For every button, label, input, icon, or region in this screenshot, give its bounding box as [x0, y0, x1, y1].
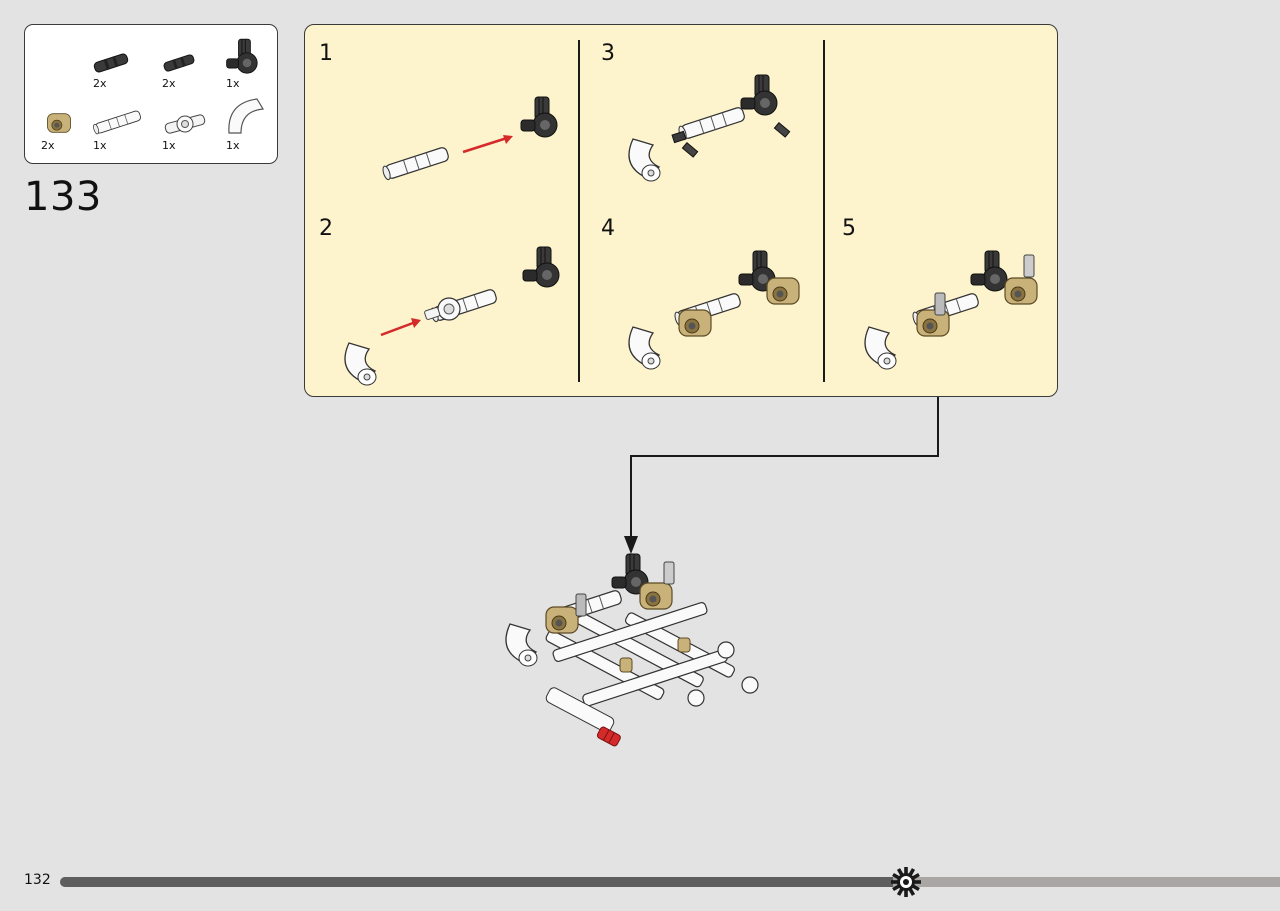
substep-label-2: 2 [319, 216, 333, 241]
parts-list: 2x 2x 1x 2x 1x 1x 1x [24, 24, 278, 164]
substep-3-illustration [628, 74, 791, 182]
part-qty: 2x [41, 139, 55, 152]
part-qty: 2x [93, 77, 107, 90]
substep-5-illustration [864, 250, 1038, 370]
substep-label-4: 4 [601, 216, 615, 241]
substep-label-5: 5 [842, 216, 856, 241]
part-white-curved-tube [223, 93, 269, 139]
substep-label-1: 1 [319, 41, 333, 66]
substep-2-illustration [344, 246, 560, 386]
step-number: 133 [24, 174, 102, 220]
part-qty: 1x [226, 77, 240, 90]
part-qty: 1x [226, 139, 240, 152]
substeps-panel: 1 2 3 4 5 [304, 24, 1058, 397]
substep-label-3: 3 [601, 41, 615, 66]
main-assembly-illustration [505, 553, 759, 747]
page-number: 132 [24, 872, 51, 888]
part-white-pin-connector [159, 109, 211, 139]
gear-icon [891, 867, 921, 897]
panel-divider [578, 40, 580, 382]
part-qty: 1x [93, 139, 107, 152]
progress-bar [60, 877, 1280, 887]
progress-fill [60, 877, 893, 887]
panel-divider [823, 40, 825, 382]
substep-1-illustration [380, 96, 558, 182]
part-qty: 1x [162, 139, 176, 152]
part-qty: 2x [162, 77, 176, 90]
